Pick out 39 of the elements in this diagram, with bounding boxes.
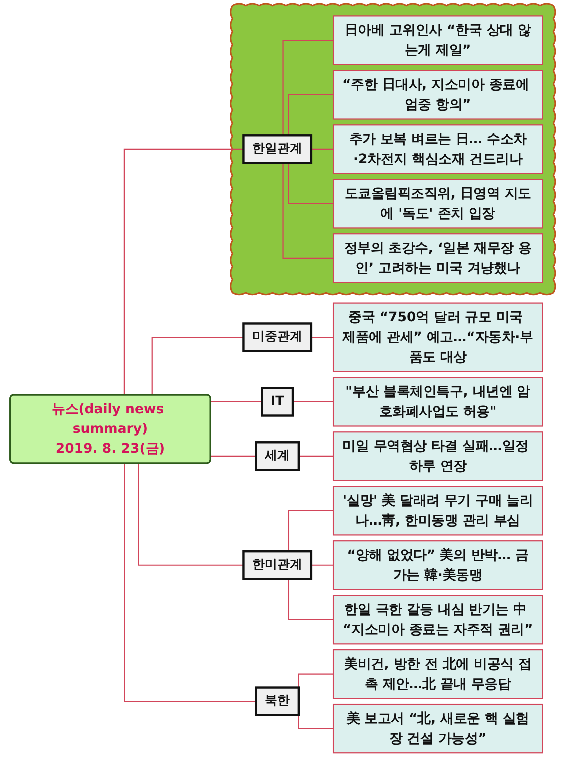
node-box: IT [261,387,294,417]
connector [288,163,334,204]
node-box: 미중관계 [242,322,313,352]
node-box: 日아베 고위인사 “한국 상대 않는게 제일” [332,16,544,66]
connector [292,401,334,402]
node-box: 세계 [255,442,300,472]
connector [152,336,244,396]
connector [310,564,334,566]
cluster [230,3,556,296]
connector [210,401,262,406]
node-box: 도쿄올림픽조직위, 日영역 지도에 '독도' 존치 입장 [332,179,544,229]
node-box: “주한 日대사, 지소미아 종료에 엄중 항의” [332,70,544,120]
connector [310,148,334,150]
node-box: 美비건, 방한 전 北에 비공식 접촉 제안…北 끝내 무응답 [332,650,544,700]
node-box: 한일 극한 갈등 내심 반기는 中 “지소미아 종료는 자주적 권리” [332,595,544,645]
node-box: 한미관계 [242,550,313,580]
connector [124,148,244,396]
connector [298,714,334,730]
node-box: 중국 “750억 달러 규모 미국 제품에 관세” 예고…“자동차·부품도 대상 [332,302,544,372]
connector [124,464,256,702]
connector [288,579,334,620]
connector [310,336,334,338]
connector [210,454,256,457]
connector [298,456,334,457]
node-box: "부산 블록체인특구, 내년엔 암호화폐사업도 허용" [332,377,544,427]
connector [138,464,244,566]
node-box: 美 보고서 “北, 새로운 핵 실험장 건설 가능성” [332,704,544,754]
connector [298,674,334,689]
node-box: 미일 무역협상 타결 실패…일정 하루 연장 [332,432,544,482]
connector [282,40,334,136]
connector [288,94,334,136]
connector [282,163,334,259]
node-box: '실망' 美 달래려 무기 구매 늘리나…靑, 한미동맹 관리 부심 [332,486,544,536]
node-box: 정부의 초강수, ‘일본 재무장 용인’ 고려하는 미국 겨냥했나 [332,234,544,284]
node-box: 추가 보복 벼르는 日… 수소차·2차전지 핵심소재 건드리나 [332,124,544,174]
node-box: 한일관계 [242,134,313,164]
connector [288,510,334,552]
node-box: “양해 없었다” 美의 반박… 금가는 韓·美동맹 [332,540,544,590]
node-box: 북한 [255,686,300,716]
